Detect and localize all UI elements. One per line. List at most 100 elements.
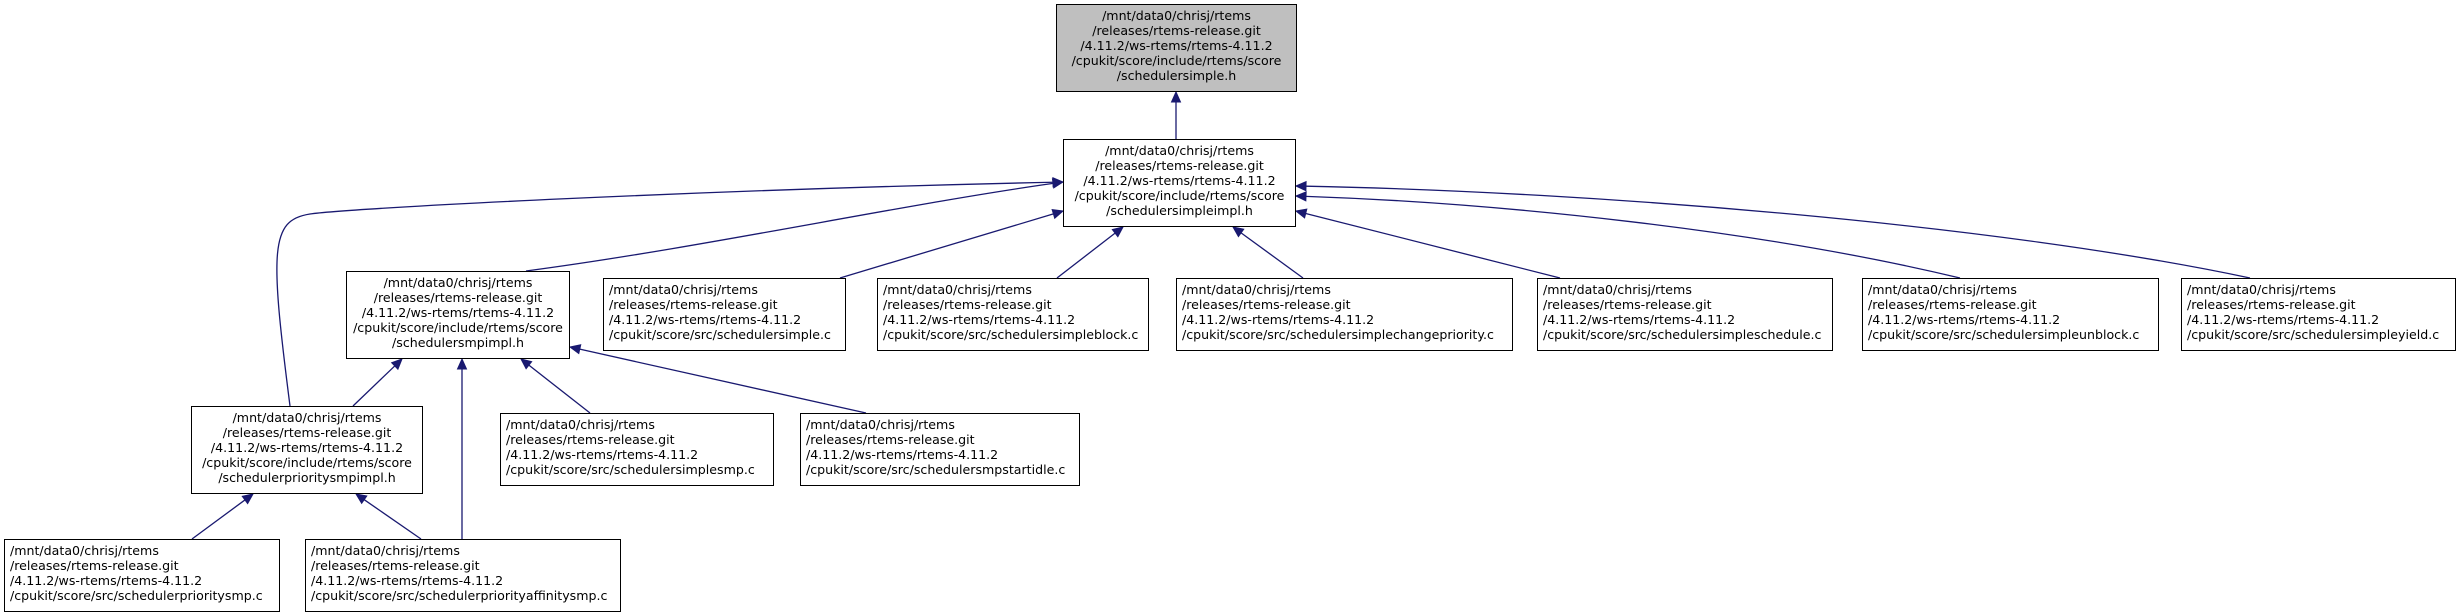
edge-line (528, 364, 591, 414)
edge-simplesmp-c-to-smpimpl (520, 358, 591, 414)
arrowhead (1170, 90, 1182, 103)
edge-line (525, 182, 1054, 272)
node-simple-c[interactable]: /mnt/data0/chrisj/rtems/releases/rtems-r… (603, 278, 846, 351)
node-label-line: /releases/rtems-release.git (609, 297, 778, 312)
edge-unblock-c-to-simpleimpl (1294, 191, 1961, 279)
node-label-line: /mnt/data0/chrisj/rtems (311, 543, 460, 558)
node-prioritysmpimpl[interactable]: /mnt/data0/chrisj/rtems/releases/rtems-r… (191, 406, 423, 494)
node-label-line: /mnt/data0/chrisj/rtems (806, 417, 955, 432)
node-label-line: /mnt/data0/chrisj/rtems (1102, 8, 1251, 23)
node-label-line: /releases/rtems-release.git (1182, 297, 1351, 312)
edge-line (276, 181, 1054, 407)
node-label-line: /releases/rtems-release.git (373, 290, 543, 305)
edge-line (1240, 232, 1304, 279)
node-label-line: /releases/rtems-release.git (506, 432, 675, 447)
node-label-line: /mnt/data0/chrisj/rtems (232, 410, 382, 425)
node-label-line: /cpukit/score/src/schedulersimpleyield.c (2187, 327, 2440, 342)
node-label-line: /mnt/data0/chrisj/rtems (1182, 282, 1331, 297)
arrowhead (1111, 226, 1124, 238)
node-label-line: /4.11.2/ws-rtems/rtems-4.11.2 (506, 447, 699, 462)
edge-smpimpl-to-simpleimpl (525, 178, 1065, 272)
node-root[interactable]: /mnt/data0/chrisj/rtems/releases/rtems-r… (1056, 4, 1297, 92)
edge-line (839, 213, 1054, 279)
arrowhead (1051, 208, 1065, 220)
node-label-line: /mnt/data0/chrisj/rtems (383, 275, 533, 290)
arrowhead (568, 344, 582, 355)
node-label-line: /4.11.2/ws-rtems/rtems-4.11.2 (806, 447, 999, 462)
node-label-line: /cpukit/score/src/schedulersimplesmp.c (506, 462, 755, 477)
node-schedule-c[interactable]: /mnt/data0/chrisj/rtems/releases/rtems-r… (1537, 278, 1833, 351)
node-label-line: /cpukit/score/src/schedulersimpleunblock… (1868, 327, 2140, 342)
node-label-line: /4.11.2/ws-rtems/rtems-4.11.2 (1182, 312, 1375, 327)
edge-startidle-c-to-smpimpl (568, 344, 867, 414)
node-label-line: /schedulersmpimpl.h (392, 335, 524, 350)
node-label-line: /cpukit/score/src/schedulersimpleblock.c (883, 327, 1139, 342)
edge-line (1305, 195, 1961, 279)
edge-prioritysmpimpl-to-smpimpl (352, 358, 403, 407)
node-startidle-c[interactable]: /mnt/data0/chrisj/rtems/releases/rtems-r… (800, 413, 1080, 486)
node-label-line: /4.11.2/ws-rtems/rtems-4.11.2 (883, 312, 1076, 327)
node-simpleblock-c[interactable]: /mnt/data0/chrisj/rtems/releases/rtems-r… (877, 278, 1149, 351)
node-label-line: /mnt/data0/chrisj/rtems (506, 417, 655, 432)
node-label-line: /4.11.2/ws-rtems/rtems-4.11.2 (1868, 312, 2061, 327)
edge-affinitysmp-c-to-prioritysmpimpl (354, 493, 422, 540)
node-label-line: /4.11.2/ws-rtems/rtems-4.11.2 (609, 312, 802, 327)
node-smpimpl[interactable]: /mnt/data0/chrisj/rtems/releases/rtems-r… (346, 271, 570, 359)
node-changepriority-c[interactable]: /mnt/data0/chrisj/rtems/releases/rtems-r… (1176, 278, 1513, 351)
edge-line (1305, 212, 1561, 279)
node-label-line: /cpukit/score/src/schedulerpriorityaffin… (311, 588, 608, 603)
edge-simpleimpl-to-root (1170, 90, 1182, 139)
node-label-line: /mnt/data0/chrisj/rtems (1105, 143, 1254, 158)
node-simpleimpl[interactable]: /mnt/data0/chrisj/rtems/releases/rtems-r… (1063, 139, 1296, 227)
node-label-line: /releases/rtems-release.git (311, 558, 480, 573)
node-label-line: /mnt/data0/chrisj/rtems (2187, 282, 2336, 297)
node-label-line: /cpukit/score/src/schedulerprioritysmp.c (10, 588, 263, 603)
arrowhead (1294, 191, 1307, 202)
edge-simple-c-to-simpleimpl (839, 208, 1065, 279)
edge-yield-c-to-simpleimpl (1294, 180, 2251, 279)
node-label-line: /schedulersimple.h (1116, 68, 1237, 83)
node-label-line: /cpukit/score/src/schedulersimplechangep… (1182, 327, 1494, 342)
node-label-line: /mnt/data0/chrisj/rtems (609, 282, 758, 297)
arrowhead (1232, 226, 1245, 238)
node-label-line: /mnt/data0/chrisj/rtems (10, 543, 159, 558)
node-prioritysmp-c[interactable]: /mnt/data0/chrisj/rtems/releases/rtems-r… (4, 539, 280, 612)
node-label-line: /releases/rtems-release.git (1095, 158, 1264, 173)
node-label-line: /releases/rtems-release.git (1543, 297, 1712, 312)
node-label-line: /4.11.2/ws-rtems/rtems-4.11.2 (2187, 312, 2380, 327)
edge-simpleblock-c-to-simpleimpl (1056, 226, 1124, 279)
arrowhead (520, 358, 533, 370)
arrowhead (456, 357, 468, 370)
node-label-line: /mnt/data0/chrisj/rtems (1868, 282, 2017, 297)
node-yield-c[interactable]: /mnt/data0/chrisj/rtems/releases/rtems-r… (2181, 278, 2456, 351)
edge-line (363, 499, 422, 540)
edge-changepriority-c-to-simpleimpl (1232, 226, 1304, 279)
edge-line (579, 348, 867, 414)
node-label-line: /releases/rtems-release.git (1868, 297, 2037, 312)
node-label-line: /4.11.2/ws-rtems/rtems-4.11.2 (1543, 312, 1736, 327)
node-label-line: /schedulerprioritysmpimpl.h (218, 470, 396, 485)
node-label-line: /cpukit/score/include/rtems/score (353, 320, 563, 335)
node-label-line: /releases/rtems-release.git (2187, 297, 2356, 312)
arrowhead (241, 493, 254, 505)
edge-prioritysmp-c-to-prioritysmpimpl (191, 493, 254, 540)
node-label-line: /4.11.2/ws-rtems/rtems-4.11.2 (361, 305, 555, 320)
node-label-line: /4.11.2/ws-rtems/rtems-4.11.2 (1080, 38, 1273, 53)
arrowhead (1294, 208, 1308, 219)
node-label-line: /releases/rtems-release.git (883, 297, 1052, 312)
node-label-line: /cpukit/score/include/rtems/score (202, 455, 412, 470)
node-label-line: /cpukit/score/src/schedulersimple.c (609, 327, 831, 342)
node-label-line: /4.11.2/ws-rtems/rtems-4.11.2 (311, 573, 504, 588)
edge-line (1305, 185, 2251, 279)
node-affinitysmp-c[interactable]: /mnt/data0/chrisj/rtems/releases/rtems-r… (305, 539, 621, 612)
node-label-line: /releases/rtems-release.git (10, 558, 179, 573)
node-label-line: /releases/rtems-release.git (222, 425, 392, 440)
node-label-line: /mnt/data0/chrisj/rtems (1543, 282, 1692, 297)
node-label-line: /4.11.2/ws-rtems/rtems-4.11.2 (1083, 173, 1276, 188)
node-label-line: /cpukit/score/include/rtems/score (1071, 53, 1282, 68)
edge-line (352, 365, 396, 407)
arrowhead (354, 493, 368, 505)
node-unblock-c[interactable]: /mnt/data0/chrisj/rtems/releases/rtems-r… (1862, 278, 2159, 351)
node-simplesmp-c[interactable]: /mnt/data0/chrisj/rtems/releases/rtems-r… (500, 413, 774, 486)
